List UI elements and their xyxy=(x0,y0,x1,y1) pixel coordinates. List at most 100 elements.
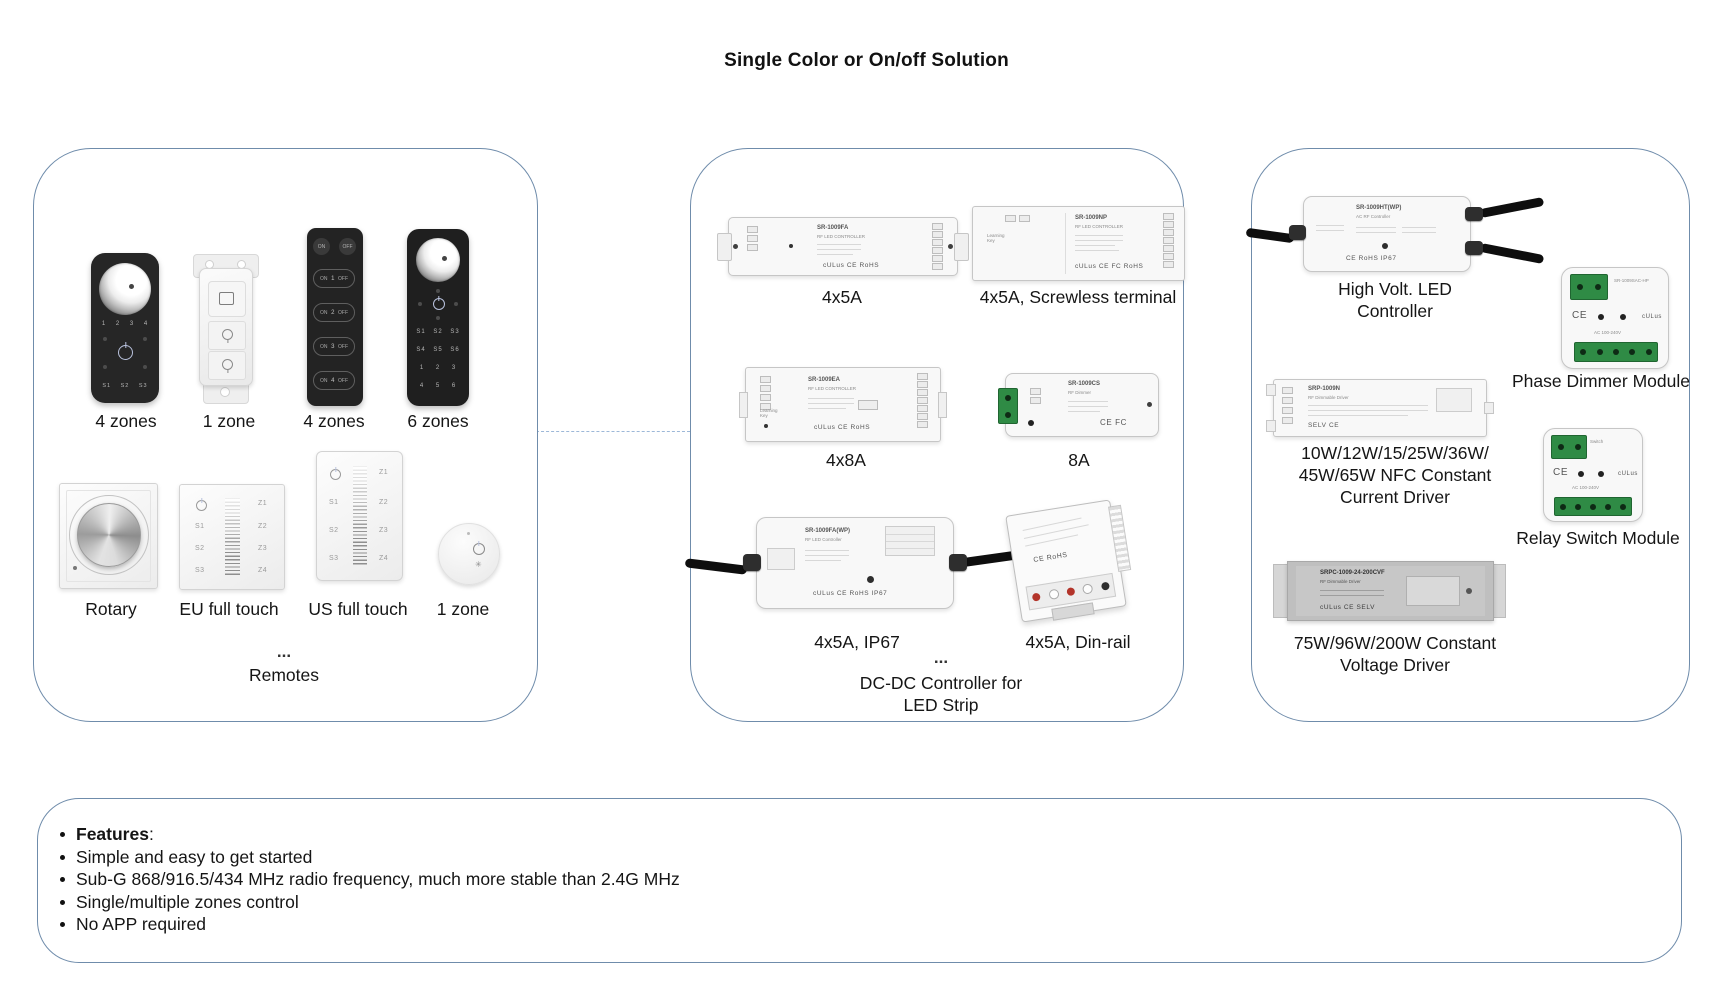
zone-number-row: 1 2 3 4 xyxy=(101,321,149,327)
voltage-text: AC 100-240V xyxy=(1572,485,1600,490)
bullet xyxy=(60,922,65,927)
label-1-zone-round: 1 zone xyxy=(436,599,490,619)
cert-marks: cULus CE SELV xyxy=(1320,604,1376,611)
scene-label: S2 xyxy=(329,527,339,534)
remotes-caption: Remotes xyxy=(248,665,320,685)
driver-body: SRPC-1009-24-200CVF RF Dimmable Driver c… xyxy=(1287,561,1494,621)
sun-icon xyxy=(129,283,135,289)
zone-label: Z4 xyxy=(258,567,268,574)
label-4x8a: 4x8A xyxy=(826,450,866,470)
input-terminals xyxy=(1282,387,1293,424)
zone-label: Z2 xyxy=(379,499,389,506)
spec-box xyxy=(1436,388,1472,412)
label-nfc-line3: Current Driver xyxy=(1340,487,1450,507)
bullet xyxy=(60,877,65,882)
mount-ear xyxy=(717,233,732,261)
controllers-caption-line1: DC-DC Controller for xyxy=(859,673,1023,693)
cable-left xyxy=(1245,227,1295,244)
feature-item: Single/multiple zones control xyxy=(60,891,680,914)
zone-label: Z2 xyxy=(258,523,268,530)
controller-4x5a: SR-1009FA RF LED CONTROLLER cULus CE RoH… xyxy=(717,217,969,276)
page-title: Single Color or On/off Solution xyxy=(724,50,1009,71)
button-dot xyxy=(436,316,440,320)
desc-text: RF LED CONTROLLER xyxy=(817,234,866,239)
dimming-dial xyxy=(416,238,460,282)
ul-mark: cULus xyxy=(1642,314,1663,320)
label-relay: Relay Switch Module xyxy=(1516,528,1680,548)
zone-label: Z4 xyxy=(379,555,389,562)
scene-label: S1 xyxy=(329,499,339,506)
button-dot xyxy=(436,289,440,293)
drivers-panel: SR-1009HT(WP) AC RF Controller CE RoHS I… xyxy=(1245,148,1690,722)
feature-item: Simple and easy to get started xyxy=(60,846,680,869)
learning-key xyxy=(1466,588,1472,594)
desc-text: RF LED CONTROLLER xyxy=(808,386,857,391)
on-button: ON xyxy=(313,238,330,255)
button-dot xyxy=(418,302,422,306)
remote-body xyxy=(199,268,253,386)
label-high-volt-line2: Controller xyxy=(1357,301,1433,321)
desc-text: RF LED Controller xyxy=(805,537,842,542)
scene-row-2: S4 S5 S6 xyxy=(416,347,460,353)
ce-mark: CE xyxy=(1572,310,1588,321)
cable-gland xyxy=(743,554,761,571)
button-dot xyxy=(103,365,107,369)
spec-label xyxy=(1406,576,1460,606)
model-text: SR-1009FA xyxy=(817,225,849,231)
cert-marks: CE RoHS IP67 xyxy=(1346,255,1397,262)
bullet xyxy=(60,854,65,860)
zone-label: Z3 xyxy=(258,545,268,552)
label-cv-line2: Voltage Driver xyxy=(1340,655,1450,675)
scene-row-1: S1 S2 S3 xyxy=(416,329,460,335)
ce-mark: CE xyxy=(1553,467,1569,478)
high-volt-controller: SR-1009HT(WP) AC RF Controller CE RoHS I… xyxy=(1245,196,1545,272)
cert-marks: cULus CE RoHS xyxy=(814,424,871,431)
screw xyxy=(948,244,953,249)
desc-text: RF LED CONTROLLER xyxy=(1075,224,1124,229)
label-high-volt-line1: High Volt. LED xyxy=(1338,279,1452,299)
scene-button xyxy=(208,281,246,317)
label-4x5a-ip67: 4x5A, IP67 xyxy=(814,632,900,652)
screw xyxy=(733,244,738,249)
mount-notch xyxy=(739,392,748,418)
cable-gland xyxy=(949,554,967,571)
model-text: Switch xyxy=(1590,439,1604,444)
label-rotary: Rotary xyxy=(85,599,137,619)
scene-label: S3 xyxy=(195,567,205,574)
zone-label: Z3 xyxy=(379,527,389,534)
green-terminal xyxy=(1551,435,1587,459)
label-nfc-line2: 45W/65W NFC Constant xyxy=(1298,465,1492,485)
cable-right-top xyxy=(1479,196,1545,219)
driver-face: SRPC-1009-24-200CVF RF Dimmable Driver c… xyxy=(1296,566,1485,616)
features-heading: Features xyxy=(76,824,149,844)
button-dot xyxy=(143,365,147,369)
desc-text: RF Dimmable Driver xyxy=(1308,395,1349,400)
features-list: Features: Simple and easy to get started… xyxy=(60,823,680,936)
dimming-dial xyxy=(99,263,151,315)
rotary-wall-panel xyxy=(59,483,158,589)
zone-label: Z1 xyxy=(258,500,268,507)
cert-marks: CE RoHS xyxy=(1032,551,1069,565)
zone-row-1: 1 2 3 xyxy=(419,365,457,371)
cable-left xyxy=(684,558,748,575)
power-icon xyxy=(433,298,445,310)
label-phase-dimmer: Phase Dimmer Module xyxy=(1512,371,1690,391)
mount-tab xyxy=(1266,420,1276,432)
input-terminals xyxy=(760,376,771,410)
model-text: SR-1009FA(WP) xyxy=(805,528,851,534)
output-terminals xyxy=(932,223,943,270)
cert-marks: CE FC xyxy=(1100,418,1127,427)
feature-item: Sub-G 868/916.5/434 MHz radio frequency,… xyxy=(60,868,680,891)
label-us-full-touch: US full touch xyxy=(308,599,408,619)
zone-row-2: 4 5 6 xyxy=(419,383,457,389)
divider xyxy=(1065,213,1066,274)
controllers-caption-line2: LED Strip xyxy=(903,695,979,715)
zone-label: Z1 xyxy=(379,469,389,476)
cert-marks: cULus CE RoHS xyxy=(823,262,880,269)
